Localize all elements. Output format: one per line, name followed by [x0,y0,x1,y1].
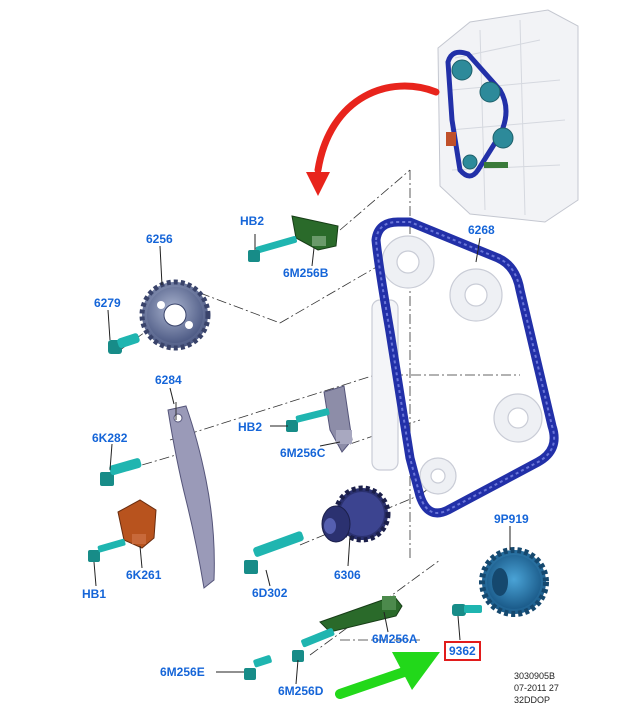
part-label-6k261: 6K261 [126,568,162,582]
hb2-bolt-top [248,236,298,262]
drawing-reference-stamp: 3030905B 07-2011 27 32DDOP [514,670,559,706]
bolt-9362 [452,604,482,616]
part-label-6256: 6256 [146,232,173,246]
part-label-hb1: HB1 [82,587,107,601]
tensioner-arm [167,402,215,589]
bolt-6279 [108,333,140,354]
bolt-6d302 [244,531,304,574]
part-label-6m256a: 6M256A [372,632,418,646]
stamp-line-2: 07-2011 27 [514,683,559,693]
vct-sprocket-6306 [321,485,391,543]
stamp-line-3: 32DDOP [514,695,551,705]
lower-chain-guide [319,595,403,633]
part-label-6k282: 6K282 [92,431,128,445]
bolt-6m256d [292,628,335,662]
callout-arrow [306,82,440,196]
upper-chain-guide [291,215,339,251]
leader-lines [93,234,511,685]
part-label-9362-highlighted: 9362 [444,641,481,661]
part-label-6m256b: 6M256B [283,266,329,280]
part-label-hb2-mid: HB2 [238,420,263,434]
camshaft-sprocket [139,279,211,351]
pointer-arrow [335,652,440,699]
part-label-hb2-top: HB2 [240,214,265,228]
part-label-6268: 6268 [468,223,495,237]
bolt-6k282 [100,458,142,486]
stamp-line-1: 3030905B [514,671,556,681]
hb1-bolt [88,538,126,562]
part-label-6m256e: 6M256E [160,665,205,679]
engine-block-illustration [437,9,579,223]
hb2-bolt-mid [286,408,330,432]
middle-chain-guide [323,385,353,453]
part-label-6284: 6284 [155,373,182,387]
bolt-6m256e [244,655,272,680]
crankshaft-sprocket [479,547,549,617]
part-label-6279: 6279 [94,296,121,310]
part-label-6306: 6306 [334,568,361,582]
part-label-6m256d: 6M256D [278,684,324,698]
part-label-6m256c: 6M256C [280,446,326,460]
part-label-9p919: 9P919 [494,512,529,526]
part-label-6d302: 6D302 [252,586,288,600]
